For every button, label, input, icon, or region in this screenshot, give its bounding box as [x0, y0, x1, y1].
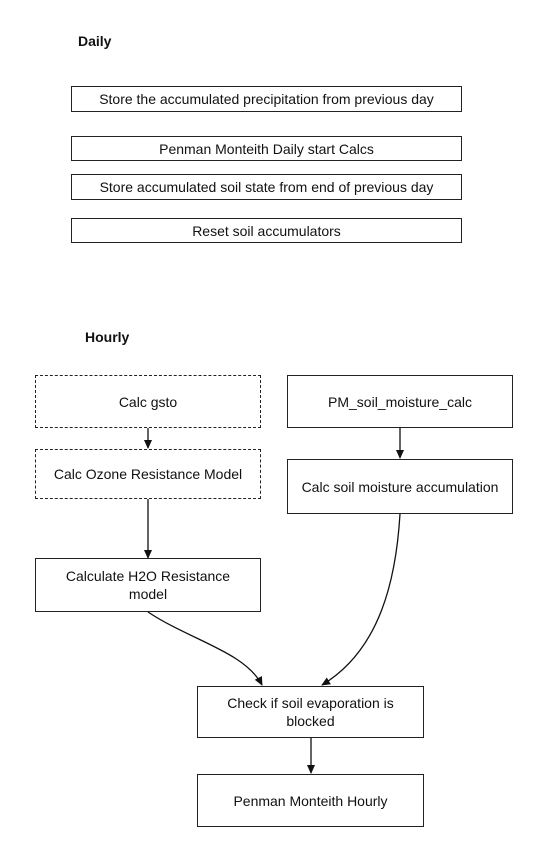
node-pm-soil-moisture-calc: PM_soil_moisture_calc [287, 375, 513, 428]
hourly-heading: Hourly [85, 329, 130, 345]
daily-step-pm-daily-start: Penman Monteith Daily start Calcs [71, 136, 462, 161]
node-calc-ozone-resistance: Calc Ozone Resistance Model [35, 449, 261, 499]
daily-heading: Daily [78, 33, 112, 49]
daily-step-reset-soil-accumulators: Reset soil accumulators [71, 218, 462, 243]
node-calc-soil-moisture-accumulation: Calc soil moisture accumulation [287, 459, 513, 514]
node-calculate-h2o-resistance: Calculate H2O Resistance model [35, 558, 261, 612]
daily-step-store-precipitation: Store the accumulated precipitation from… [71, 86, 462, 112]
node-check-soil-evaporation: Check if soil evaporation is blocked [197, 686, 424, 738]
arrow-accumulation-to-check-evaporation [321, 513, 401, 686]
daily-step-store-soil-state: Store accumulated soil state from end of… [71, 174, 462, 200]
node-penman-monteith-hourly: Penman Monteith Hourly [197, 774, 424, 827]
arrow-h2o-to-check-evaporation [147, 611, 263, 686]
node-calc-gsto: Calc gsto [35, 375, 261, 428]
